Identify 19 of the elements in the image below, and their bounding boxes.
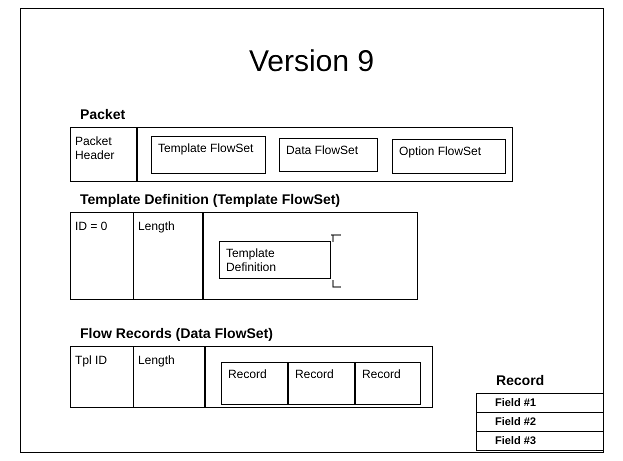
flowset-box: Option FlowSet <box>392 139 506 174</box>
flowset-box: Record <box>221 362 288 405</box>
header-cell: Length <box>134 347 206 407</box>
field-row: Field #3 <box>477 432 603 450</box>
field-row: Field #2 <box>477 413 603 432</box>
field-row: Field #1 <box>477 394 603 413</box>
flowset-box: Record <box>355 362 421 405</box>
flowset-box: Data FlowSet <box>279 138 378 172</box>
slide-title: Version 9 <box>248 45 374 78</box>
section-heading: Flow Records (Data FlowSet) <box>80 325 273 341</box>
header-cell: Packet Header <box>71 128 138 181</box>
section-heading: Packet <box>80 106 126 122</box>
section-heading: Template Definition (Template FlowSet) <box>80 191 340 207</box>
header-cell: Length <box>134 213 204 299</box>
header-cell: ID = 0 <box>71 213 134 299</box>
header-cell: Tpl ID <box>71 347 134 407</box>
flowset-box: Template FlowSet <box>151 136 266 174</box>
section-heading: Record <box>496 372 544 388</box>
flowset-box: Record <box>288 362 355 405</box>
